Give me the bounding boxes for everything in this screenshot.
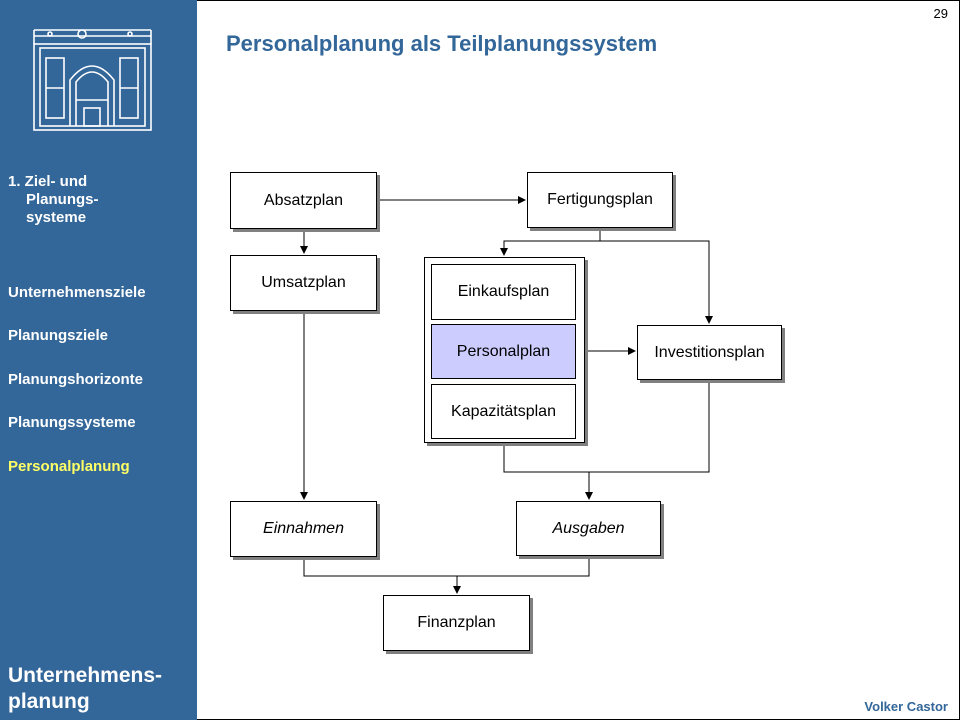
section-heading-line1: 1. Ziel- und: [8, 173, 88, 190]
building-logo-icon: [33, 29, 152, 131]
arrow-fertigung-to-investition: [600, 240, 713, 324]
section-heading-line3: systeme: [26, 209, 87, 226]
box-einnahmen: Einnahmen: [230, 501, 377, 557]
box-finanzplan: Finanzplan: [383, 595, 530, 651]
line-group-investition-join: [503, 380, 710, 473]
box-investitionsplan: Investitionsplan: [637, 325, 782, 380]
box-ausgaben: Ausgaben: [516, 501, 661, 556]
box-personalplan: Personalplan: [431, 324, 576, 379]
footer-title: Unternehmens- planung: [8, 663, 162, 715]
footer-title-line2: planung: [8, 690, 90, 713]
section-heading: 1. Ziel- und Planungs- systeme: [8, 173, 99, 227]
sidebar-item-planungsziele[interactable]: Planungsziele: [8, 327, 109, 344]
box-kapazitaetsplan: Kapazitätsplan: [431, 384, 576, 439]
author-name: Volker Castor: [864, 699, 948, 714]
sidebar-item-personalplanung[interactable]: Personalplanung: [8, 458, 130, 475]
section-heading-line2: Planungs-: [26, 191, 99, 208]
sidebar-item-planungshorizonte[interactable]: Planungshorizonte: [8, 371, 143, 388]
box-absatzplan: Absatzplan: [230, 172, 377, 229]
sidebar-item-unternehmensziele[interactable]: Unternehmensziele: [8, 284, 146, 301]
page-title: Personalplanung als Teilplanungssystem: [226, 31, 658, 56]
box-einkaufsplan: Einkaufsplan: [431, 264, 576, 320]
box-fertigungsplan: Fertigungsplan: [527, 172, 673, 228]
box-umsatzplan: Umsatzplan: [230, 255, 377, 311]
sidebar: 1. Ziel- und Planungs- systeme Unternehm…: [0, 0, 197, 720]
arrow-fertigung-to-group: [500, 228, 601, 256]
sidebar-item-planungssysteme[interactable]: Planungssysteme: [8, 414, 136, 431]
page-number: 29: [933, 6, 948, 21]
line-einnahmen-ausgaben-join: [303, 556, 590, 577]
footer-title-line1: Unternehmens-: [8, 664, 163, 687]
